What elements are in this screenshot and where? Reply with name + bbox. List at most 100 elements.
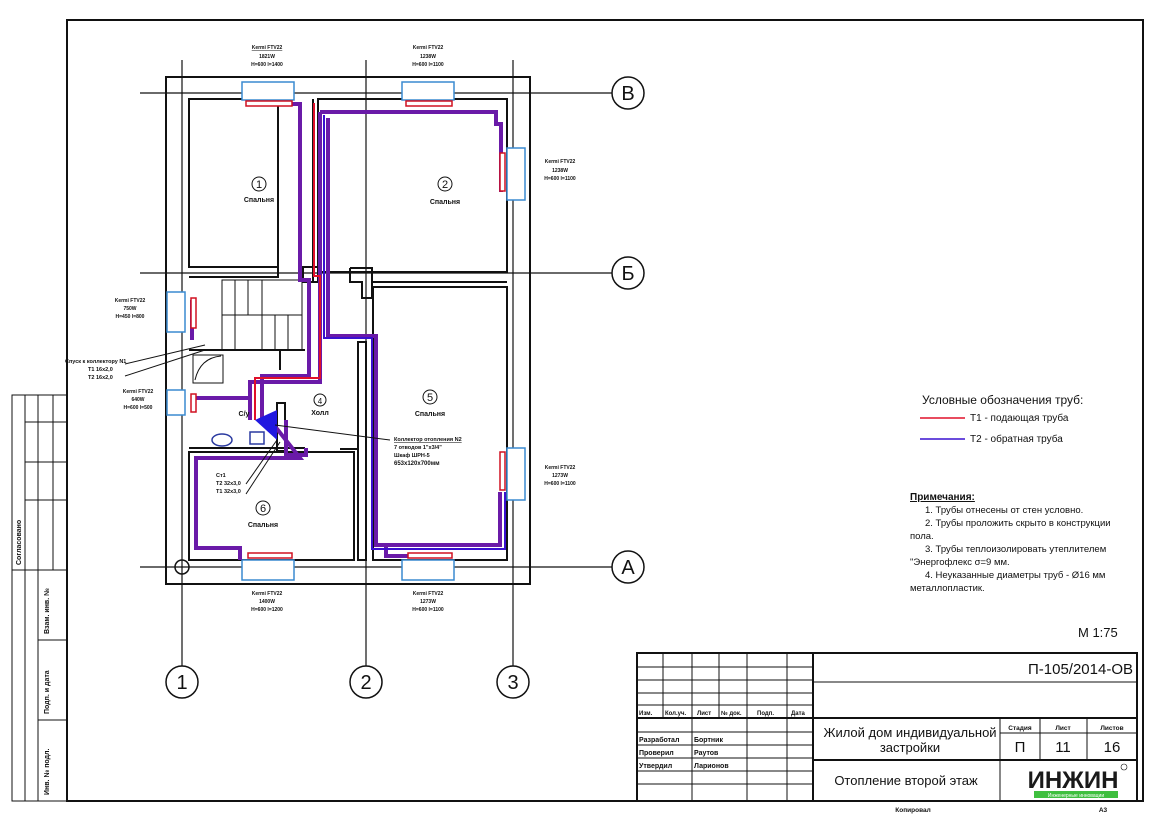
svg-text:Kermi FTV22: Kermi FTV22 <box>252 591 283 597</box>
svg-text:Kermi FTV22: Kermi FTV22 <box>252 45 283 51</box>
stamp-replaced-inv: Взам. инв. № <box>43 588 51 634</box>
axis-marker-3: 3 <box>496 665 530 699</box>
svg-text:1400W: 1400W <box>259 599 275 605</box>
origin-marker <box>174 559 190 575</box>
svg-text:Т1 32x3,0: Т1 32x3,0 <box>216 489 241 495</box>
svg-text:Спальня: Спальня <box>430 199 460 206</box>
svg-text:Лист: Лист <box>1055 725 1070 732</box>
svg-text:Шкаф ШРН-5: Шкаф ШРН-5 <box>394 452 430 459</box>
svg-text:Kermi FTV22: Kermi FTV22 <box>545 465 576 471</box>
scale-label: М 1:75 <box>1078 625 1118 640</box>
svg-text:Проверил: Проверил <box>639 750 674 757</box>
svg-text:Примечания:: Примечания: <box>910 492 975 503</box>
svg-text:Спуск к коллектору N1: Спуск к коллектору N1 <box>65 359 126 365</box>
stage-value: П <box>1015 739 1026 756</box>
svg-text:H=600 l=1200: H=600 l=1200 <box>251 607 283 613</box>
notes: Примечания: 1. Трубы отнесены от стен ус… <box>910 492 1111 594</box>
svg-text:Разработал: Разработал <box>639 736 679 744</box>
svg-text:ИНЖИН: ИНЖИН <box>1028 767 1119 794</box>
svg-text:Kermi FTV22: Kermi FTV22 <box>123 389 154 395</box>
svg-text:640W: 640W <box>131 397 144 403</box>
svg-text:6: 6 <box>260 503 266 515</box>
drawing-frame <box>66 19 1144 802</box>
radiators <box>190 100 506 559</box>
svg-text:1273W: 1273W <box>420 599 436 605</box>
stamp-sign-date: Подп. и дата <box>44 670 51 714</box>
svg-text:H=600 l=1100: H=600 l=1100 <box>544 176 576 182</box>
svg-text:Раутов: Раутов <box>694 750 719 757</box>
header-date: Дата <box>791 711 806 717</box>
format-label: А3 <box>1099 807 1108 814</box>
svg-text:1: 1 <box>176 672 187 694</box>
svg-text:2: 2 <box>360 672 371 694</box>
svg-text:3: 3 <box>507 672 518 694</box>
room-bath: С/у <box>239 411 250 418</box>
svg-text:металлопластик.: металлопластик. <box>910 583 985 594</box>
svg-text:Спальня: Спальня <box>248 522 278 529</box>
svg-text:7 отводов 1"x3/4": 7 отводов 1"x3/4" <box>394 445 442 451</box>
svg-text:5: 5 <box>427 392 433 404</box>
sheets-value: 16 <box>1104 739 1121 756</box>
svg-text:H=600 l=1400: H=600 l=1400 <box>251 62 283 68</box>
svg-text:750W: 750W <box>123 306 136 312</box>
legend-item: Т2 - обратная труба <box>970 433 1063 445</box>
svg-text:2. Трубы проложить скрыто в ко: 2. Трубы проложить скрыто в конструкции <box>925 518 1111 529</box>
svg-text:Т2 32x3,0: Т2 32x3,0 <box>216 481 241 487</box>
sheet-value: 11 <box>1055 739 1071 756</box>
svg-text:2: 2 <box>442 179 448 191</box>
header-izm: Изм. <box>639 711 653 717</box>
svg-text:"Энергофлекс σ=9 мм.: "Энергофлекс σ=9 мм. <box>910 557 1010 568</box>
svg-text:H=600 l=500: H=600 l=500 <box>124 405 153 411</box>
svg-text:Спальня: Спальня <box>244 197 274 204</box>
bathroom-fixtures <box>192 354 265 447</box>
svg-text:1: 1 <box>256 179 262 191</box>
svg-text:А: А <box>621 557 635 579</box>
svg-text:H=600 l=1100: H=600 l=1100 <box>544 481 576 487</box>
svg-text:В: В <box>621 83 634 105</box>
svg-text:1. Трубы отнесены от стен усло: 1. Трубы отнесены от стен условно. <box>925 505 1083 516</box>
svg-text:Ларионов: Ларионов <box>694 763 729 770</box>
axis-marker-a: А <box>611 550 645 584</box>
svg-text:1238W: 1238W <box>552 168 568 174</box>
svg-text:3. Трубы теплоизолировать утеп: 3. Трубы теплоизолировать утеплителем <box>925 544 1106 555</box>
svg-text:Б: Б <box>621 263 634 285</box>
copied-label: Копировал <box>895 807 930 814</box>
svg-text:Спальня: Спальня <box>415 411 445 418</box>
pipe-legend: Условные обозначения труб: Т1 - подающая… <box>920 393 1083 445</box>
radiator-label: Kermi FTV22 640W H=600 l=500 <box>123 389 154 411</box>
svg-text:Стадия: Стадия <box>1008 725 1032 732</box>
svg-text:Листов: Листов <box>1100 725 1123 732</box>
svg-text:Kermi FTV22: Kermi FTV22 <box>545 159 576 165</box>
svg-text:Бортник: Бортник <box>694 737 723 744</box>
svg-text:Т1 16x2,0: Т1 16x2,0 <box>88 367 113 373</box>
document-code: П-105/2014-ОВ <box>1028 661 1133 678</box>
svg-text:пола.: пола. <box>910 531 934 542</box>
svg-text:4: 4 <box>318 397 323 406</box>
legend-item: Т1 - подающая труба <box>970 412 1069 424</box>
walls <box>165 76 531 585</box>
radiator-label: Kermi FTV22 1238W H=600 l=1100 <box>544 159 576 182</box>
svg-text:Kermi FTV22: Kermi FTV22 <box>413 591 444 597</box>
svg-text:Kermi FTV22: Kermi FTV22 <box>413 45 444 51</box>
svg-text:Утвердил: Утвердил <box>639 763 672 770</box>
project-name-1: Жилой дом индивидуальной <box>823 725 996 740</box>
company-logo: ИНЖИН Инженерные инновации <box>1028 763 1128 799</box>
left-stamp: Согласовано Взам. инв. № Подп. и дата Ин… <box>11 394 68 802</box>
header-doc: № док. <box>721 710 742 717</box>
svg-text:1238W: 1238W <box>420 54 436 60</box>
sink-icon <box>211 433 233 447</box>
pipe-annotations: Спуск к коллектору N1 Т1 16x2,0 Т2 16x2,… <box>65 344 462 495</box>
svg-text:H=600 l=1100: H=600 l=1100 <box>412 607 444 613</box>
axis-marker-v: В <box>611 76 645 110</box>
svg-text:С/у: С/у <box>239 411 250 418</box>
grid-axes: 1 2 3 В Б А <box>140 60 645 699</box>
axis-marker-1: 1 <box>165 665 199 699</box>
